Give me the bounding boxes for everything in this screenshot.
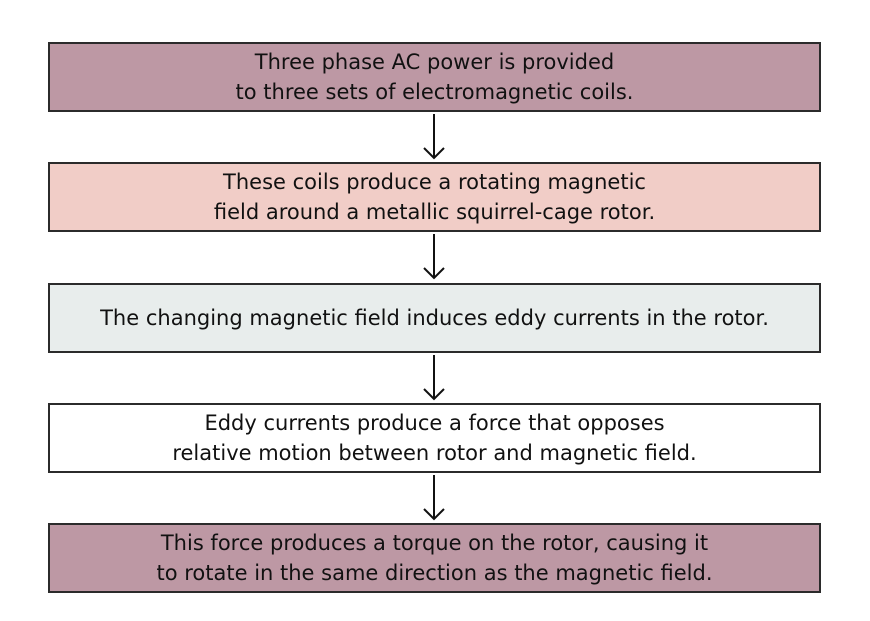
step-2-line-2: field around a metallic squirrel-cage ro… xyxy=(213,200,656,224)
step-1-line-1: Three phase AC power is provided xyxy=(254,50,615,74)
step-4-line-2: relative motion between rotor and magnet… xyxy=(172,441,697,465)
step-1-line-2: to three sets of electromagnetic coils. xyxy=(235,80,634,104)
flow-step-3: The changing magnetic field induces eddy… xyxy=(48,283,821,353)
flow-arrow-3 xyxy=(423,355,445,401)
flow-step-5: This force produces a torque on the roto… xyxy=(48,523,821,593)
flow-arrow-1 xyxy=(423,114,445,160)
step-4-line-1: Eddy currents produce a force that oppos… xyxy=(204,411,665,435)
step-2-line-1: These coils produce a rotating magnetic xyxy=(223,170,646,194)
flow-step-1: Three phase AC power is provided to thre… xyxy=(48,42,821,112)
step-5-line-2: to rotate in the same direction as the m… xyxy=(156,561,713,585)
flow-step-4: Eddy currents produce a force that oppos… xyxy=(48,403,821,473)
flow-arrow-4 xyxy=(423,475,445,521)
step-5-line-1: This force produces a torque on the roto… xyxy=(160,531,709,555)
flow-step-2: These coils produce a rotating magnetic … xyxy=(48,162,821,232)
flow-arrow-2 xyxy=(423,234,445,280)
step-3-line-1: The changing magnetic field induces eddy… xyxy=(100,306,769,330)
